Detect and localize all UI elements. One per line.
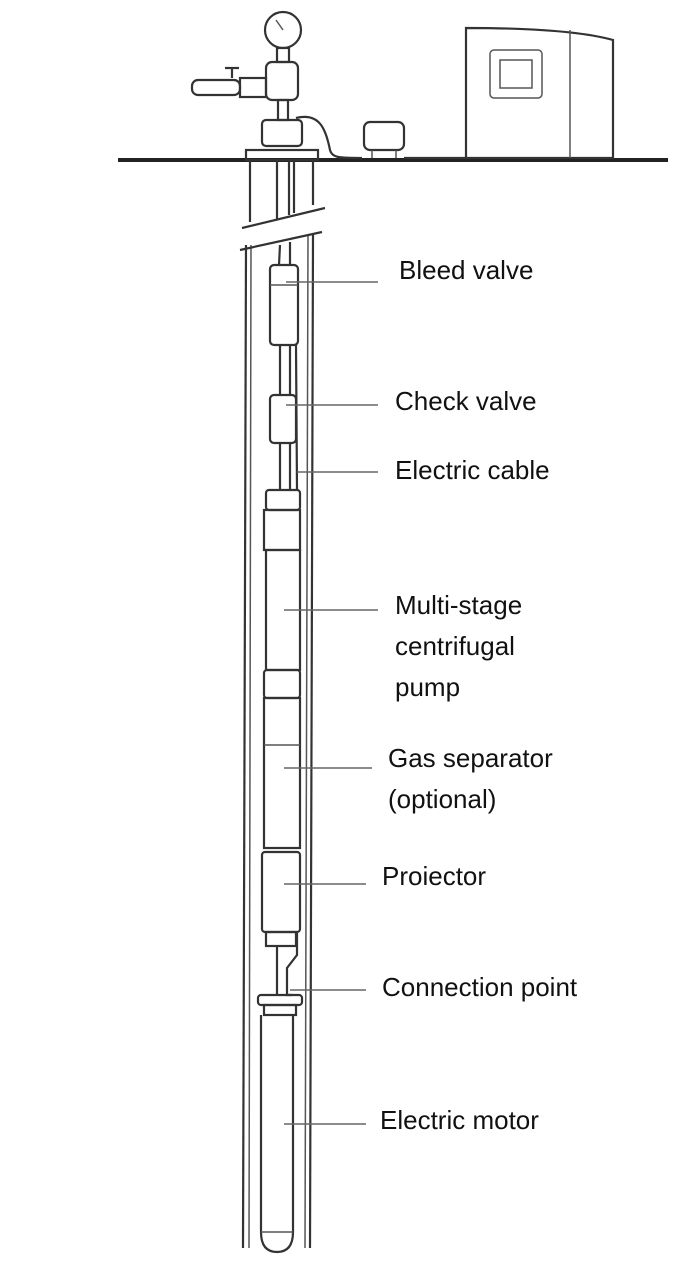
pump-shape (262, 488, 302, 700)
label-bleed-valve: Bleed valve (399, 255, 534, 285)
connection-flange (256, 993, 304, 1007)
label-connection-point: Connection point (382, 972, 578, 1002)
gas-separator-shape (262, 696, 302, 850)
label-gas-separator-line2: (optional) (388, 784, 497, 814)
bleed-valve-shape (268, 263, 300, 347)
label-pump-line1: Multi-stage (395, 590, 523, 620)
motor-shape (259, 1015, 295, 1254)
tubing (275, 160, 296, 266)
label-gas-separator-line1: Gas separator (388, 743, 553, 773)
check-valve-shape (268, 393, 298, 445)
label-protector: Proiector (382, 861, 487, 891)
junction-box (362, 120, 406, 152)
well-casing (239, 160, 326, 1249)
label-electric-motor: Electric motor (380, 1105, 539, 1135)
label-electric-cable: Electric cable (395, 455, 550, 485)
control-panel (464, 26, 615, 160)
label-pump-line3: pump (395, 672, 461, 702)
wellhead (190, 10, 363, 162)
label-check-valve: Check valve (395, 386, 537, 416)
protector-shape (260, 850, 302, 934)
label-pump-line2: centrifugal (395, 631, 515, 661)
